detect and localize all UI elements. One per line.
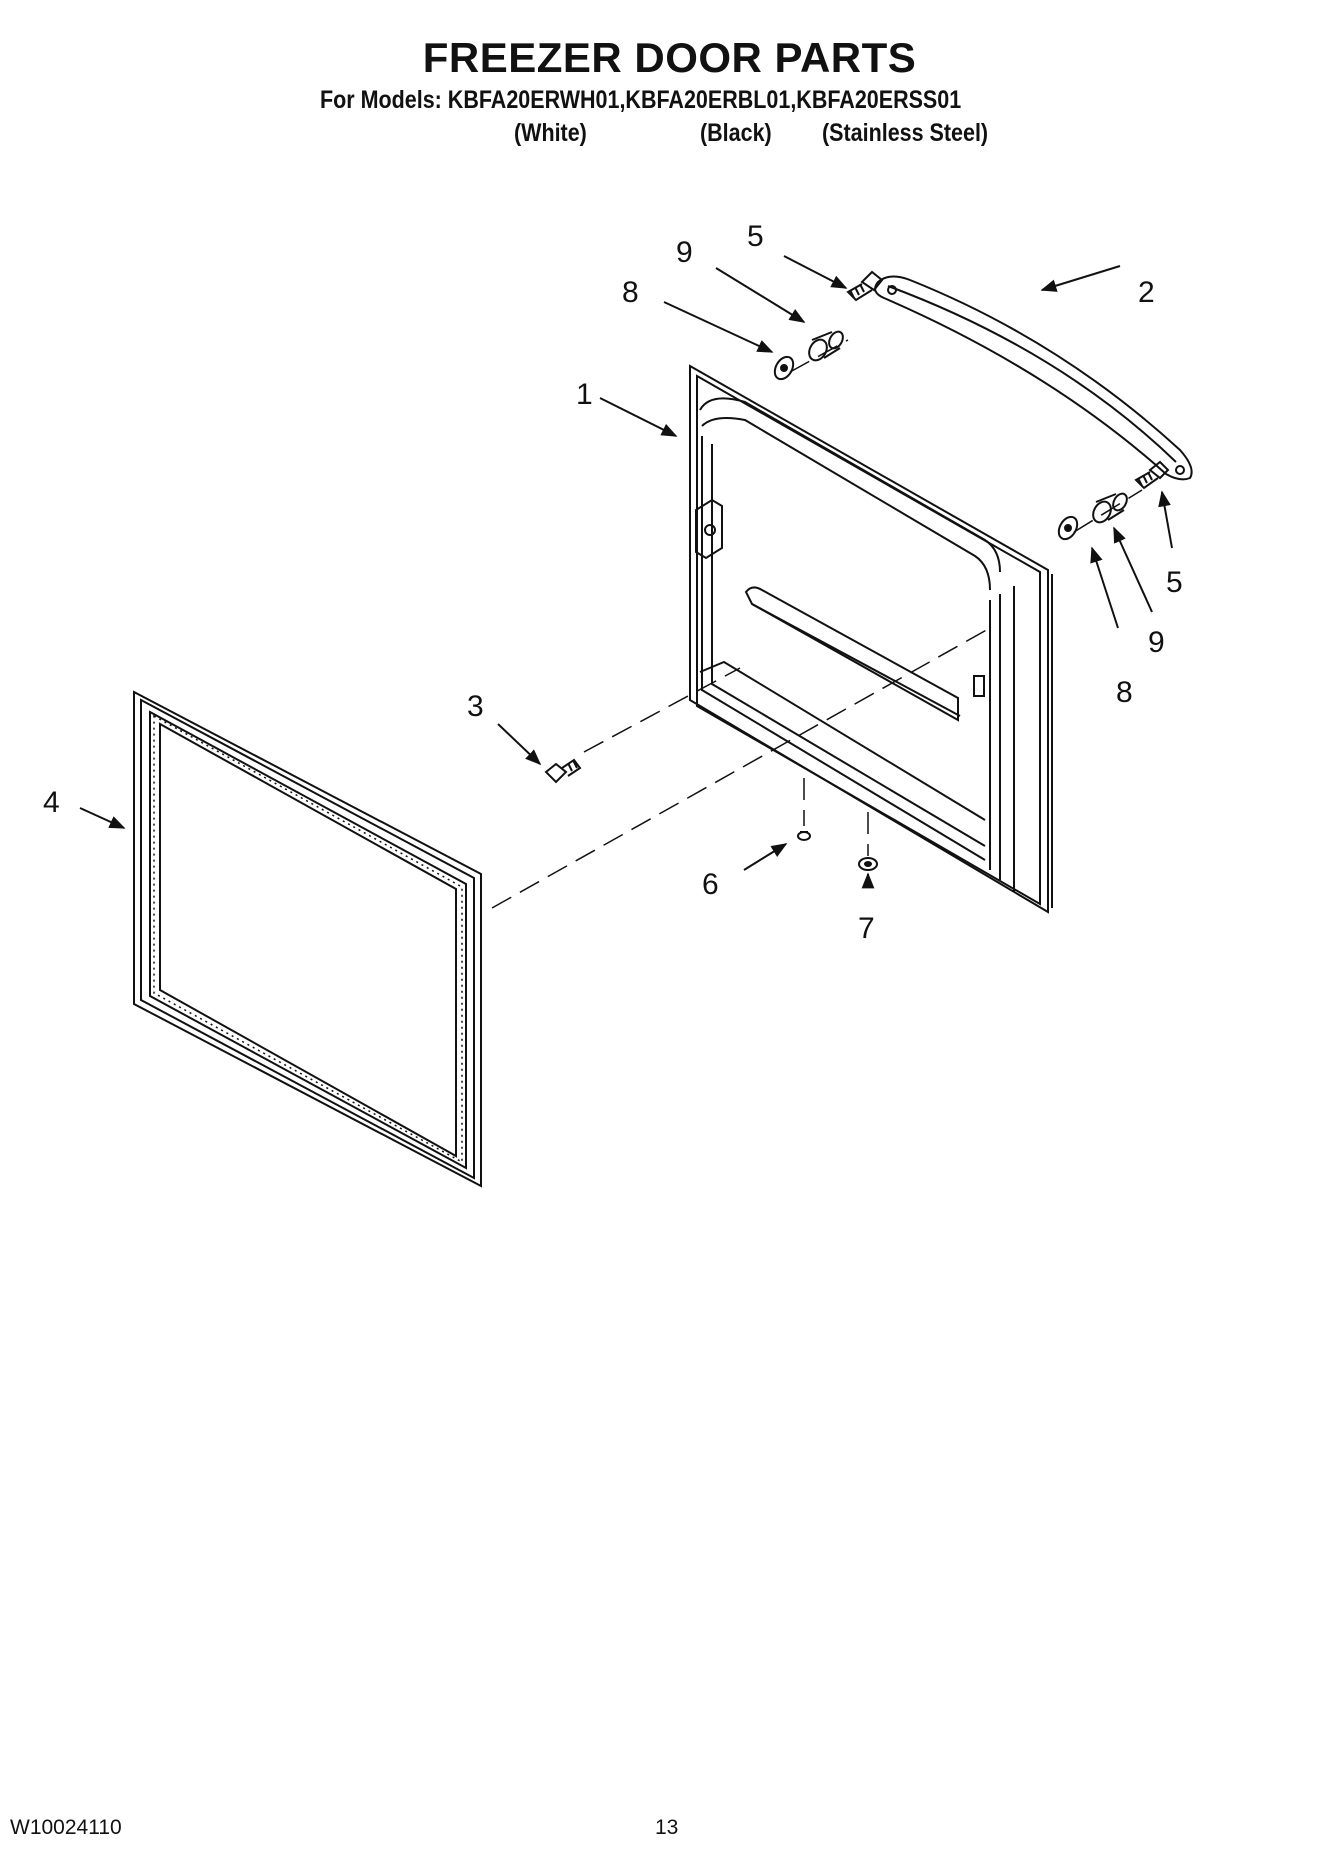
- callout-screw-top: 5: [747, 220, 764, 253]
- callout-gasket: 4: [43, 786, 60, 819]
- gasket: [133, 690, 482, 1188]
- models-line: For Models: KBFA20ERWH01,KBFA20ERBL01,KB…: [320, 86, 962, 114]
- callout-screw-right: 5: [1166, 566, 1183, 599]
- plug: [797, 831, 811, 841]
- callout-washer-right: 8: [1116, 676, 1133, 709]
- screw-right: [1134, 460, 1170, 490]
- spacer-right: [1092, 492, 1128, 524]
- callout-spacer-right: 9: [1148, 626, 1165, 659]
- variant-white: (White): [514, 119, 587, 147]
- screw-bottom: [544, 758, 582, 784]
- callout-plug: 6: [702, 868, 719, 901]
- door-handle: [874, 275, 1193, 481]
- page-number: 13: [655, 1816, 679, 1839]
- callout-door: 1: [576, 378, 593, 411]
- callout-handle: 2: [1138, 276, 1155, 309]
- variant-black: (Black): [700, 119, 772, 147]
- freezer-door: [689, 364, 1053, 914]
- leader-arrows: [79, 255, 1173, 889]
- screw-top: [846, 270, 884, 302]
- callout-washer-top: 8: [622, 276, 639, 309]
- washer-bottom: [858, 857, 878, 871]
- assembly-lines: [491, 339, 1143, 909]
- callout-screw-bottom: 3: [467, 690, 484, 723]
- callout-spacer-top: 9: [676, 236, 693, 269]
- page-title: FREEZER DOOR PARTS: [422, 34, 917, 81]
- washer-right: [1057, 515, 1079, 541]
- washer-top: [773, 355, 795, 381]
- document-number: W10024110: [10, 1816, 122, 1839]
- variant-stainless: (Stainless Steel): [822, 119, 989, 147]
- spacer-top: [808, 330, 844, 362]
- callout-washer-bottom: 7: [858, 912, 875, 945]
